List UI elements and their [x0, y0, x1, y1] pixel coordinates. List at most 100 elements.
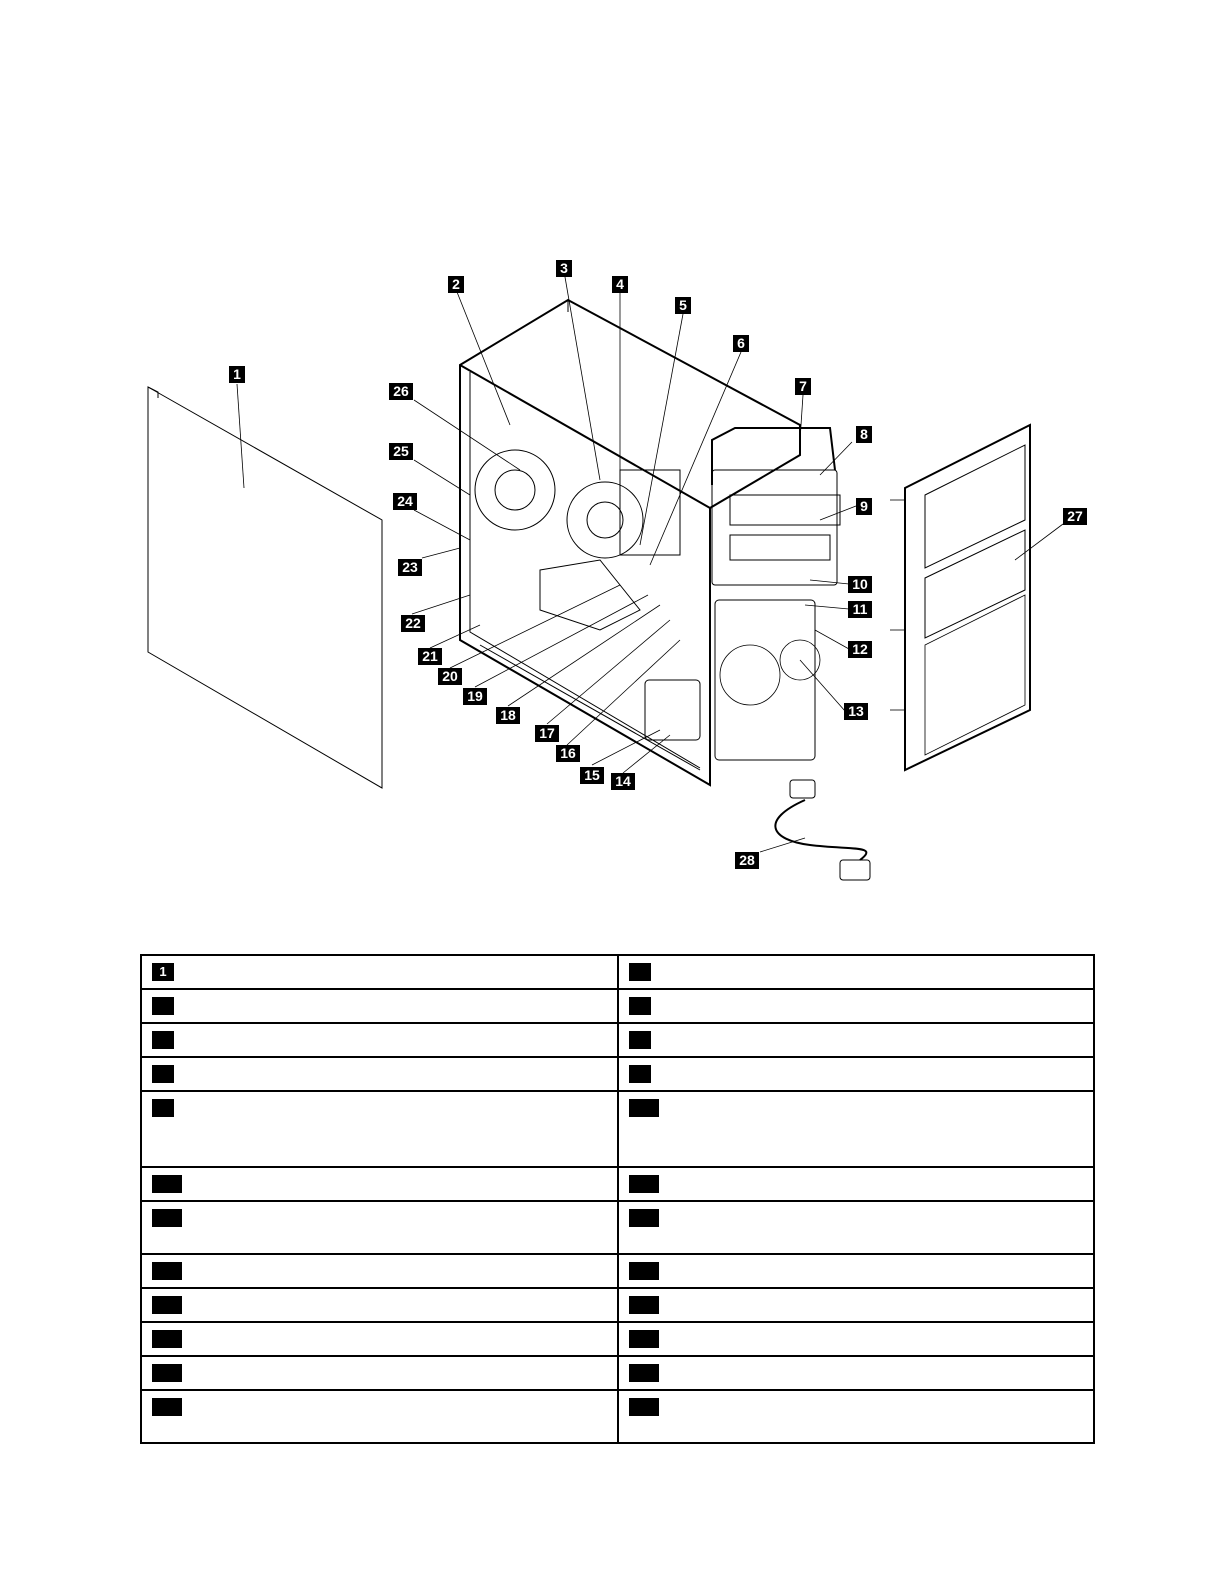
parts-table: 1 — [140, 954, 1095, 1444]
table-cell-left — [140, 1389, 619, 1444]
table-cell-right — [616, 1200, 1095, 1255]
callout-number: 17 — [539, 725, 555, 741]
table-cell-left — [140, 988, 619, 1024]
callout-box — [844, 703, 868, 720]
part-number-badge — [152, 1398, 182, 1416]
callout-box — [418, 648, 442, 665]
callout-21: 21 — [418, 648, 442, 665]
table-row — [140, 1389, 1095, 1444]
callout-1: 1 — [229, 366, 245, 383]
part-number-badge — [628, 1364, 659, 1382]
part-number-badge — [628, 1262, 659, 1280]
part-number-badge — [152, 1262, 182, 1280]
part-number-badge — [628, 1330, 659, 1348]
table-row — [140, 1022, 1095, 1058]
callout-9: 9 — [856, 498, 872, 515]
table-cell-left — [140, 1321, 619, 1357]
part-number-badge — [152, 1209, 182, 1227]
table-row — [140, 1090, 1095, 1168]
callout-box — [389, 383, 413, 400]
callout-17: 17 — [535, 725, 559, 742]
front-bezel — [890, 423, 1031, 772]
callout-12: 12 — [848, 641, 872, 658]
table-cell-right — [616, 1389, 1095, 1444]
part-number-badge — [628, 1296, 659, 1314]
callout-25: 25 — [389, 443, 413, 460]
callout-box — [398, 559, 422, 576]
callout-box — [848, 576, 872, 593]
callout-number: 7 — [799, 378, 807, 394]
callout-10: 10 — [848, 576, 872, 593]
table-cell-right — [616, 1321, 1095, 1357]
callout-19: 19 — [463, 688, 487, 705]
callout-box — [733, 335, 749, 352]
side-cover-panel — [147, 386, 383, 789]
callout-number: 8 — [860, 426, 868, 442]
callout-14: 14 — [611, 773, 635, 790]
callout-number: 26 — [393, 383, 409, 399]
callout-number: 23 — [402, 559, 418, 575]
callout-2: 2 — [448, 276, 464, 293]
table-row — [140, 1253, 1095, 1289]
exploded-view-diagram: 1234567891011121314151617181920212223242… — [147, 260, 1087, 881]
callout-box — [612, 276, 628, 293]
callout-box — [393, 493, 417, 510]
callout-13: 13 — [844, 703, 868, 720]
callout-number: 12 — [852, 641, 868, 657]
callout-number: 14 — [615, 773, 631, 789]
callout-8: 8 — [856, 426, 872, 443]
callout-number: 13 — [848, 703, 864, 719]
callout-box — [735, 852, 759, 869]
table-row: 1 — [140, 954, 1095, 990]
callout-5: 5 — [675, 297, 691, 314]
callout-24: 24 — [393, 493, 417, 510]
callout-number: 2 — [452, 276, 460, 292]
callout-number: 21 — [422, 648, 438, 664]
callout-box — [448, 276, 464, 293]
callout-number: 27 — [1067, 508, 1083, 524]
table-row — [140, 1287, 1095, 1323]
part-number-badge — [152, 1330, 182, 1348]
callout-number: 28 — [739, 852, 755, 868]
callout-16: 16 — [556, 745, 580, 762]
table-row — [140, 1166, 1095, 1202]
callout-box — [535, 725, 559, 742]
callout-number: 1 — [233, 366, 241, 382]
table-cell-left — [140, 1166, 619, 1202]
callout-number: 15 — [584, 767, 600, 783]
callout-box — [856, 426, 872, 443]
table-row — [140, 1321, 1095, 1357]
table-cell-right — [616, 988, 1095, 1024]
callout-box — [675, 297, 691, 314]
part-number-badge — [628, 1209, 659, 1227]
callout-6: 6 — [733, 335, 749, 352]
chassis-body — [459, 298, 841, 787]
callout-number: 24 — [397, 493, 413, 509]
callout-number: 4 — [616, 276, 624, 292]
part-number-badge — [628, 1398, 659, 1416]
callout-box — [580, 767, 604, 784]
table-cell-right — [616, 1090, 1095, 1168]
part-number-badge — [628, 1031, 651, 1049]
callout-box — [389, 443, 413, 460]
table-row — [140, 1200, 1095, 1255]
part-number-badge — [152, 1175, 182, 1193]
callout-box — [795, 378, 811, 395]
callout-23: 23 — [398, 559, 422, 576]
callout-number: 20 — [442, 668, 458, 684]
part-number-badge — [628, 963, 651, 981]
callout-box — [856, 498, 872, 515]
callout-number: 3 — [560, 260, 568, 276]
table-cell-left — [140, 1287, 619, 1323]
table-cell-right — [616, 1355, 1095, 1391]
part-number-badge — [152, 1065, 174, 1083]
table-cell-left — [140, 1200, 619, 1255]
callout-box — [848, 601, 872, 618]
table-row — [140, 1056, 1095, 1092]
callout-labels: 1234567891011121314151617181920212223242… — [229, 260, 1087, 869]
table-row — [140, 1355, 1095, 1391]
callout-number: 10 — [852, 576, 868, 592]
callout-18: 18 — [496, 707, 520, 724]
power-cord — [774, 779, 871, 881]
part-number-badge — [152, 1296, 182, 1314]
